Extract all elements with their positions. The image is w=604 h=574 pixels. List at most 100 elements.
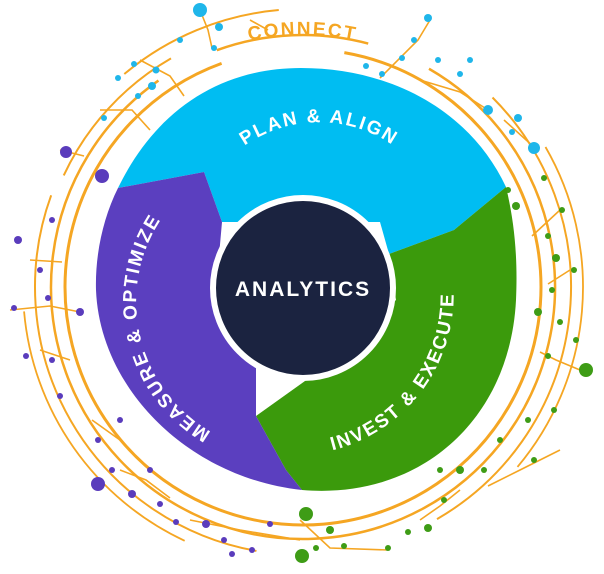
- circuit-node: [249, 547, 255, 553]
- circuit-node: [525, 417, 531, 423]
- orbit-ring: [49, 67, 557, 541]
- circuit-node: [326, 526, 334, 534]
- circuit-node: [211, 45, 217, 51]
- circuit-node: [456, 466, 464, 474]
- center-label-analytics: ANALYTICS: [235, 278, 371, 301]
- circuit-node: [579, 363, 593, 377]
- circuit-trace: [379, 19, 431, 79]
- circuit-node: [441, 497, 447, 503]
- circuit-node: [11, 305, 17, 311]
- circuit-node: [551, 407, 557, 413]
- orbit-ring: [34, 194, 257, 552]
- circuit-node: [531, 457, 537, 463]
- circuit-node: [267, 521, 273, 527]
- circuit-node: [14, 236, 22, 244]
- circuit-node: [95, 169, 109, 183]
- circuit-trace: [249, 19, 269, 31]
- circuit-node: [557, 319, 563, 325]
- circuit-node: [534, 308, 542, 316]
- circuit-node: [341, 543, 347, 549]
- circuit-trace: [419, 79, 489, 111]
- circuit-node: [497, 437, 503, 443]
- circuit-node: [379, 71, 385, 77]
- orbit-ring: [23, 311, 186, 542]
- circuit-node: [399, 55, 405, 61]
- circuit-trace: [199, 9, 213, 49]
- circuit-node: [37, 267, 43, 273]
- circuit-trace: [547, 269, 571, 285]
- circuit-node: [545, 233, 551, 239]
- circuit-node: [512, 202, 520, 210]
- circuit-node: [109, 467, 115, 473]
- circuit-node: [411, 37, 417, 43]
- circuit-node: [481, 467, 487, 473]
- circuit-node: [128, 490, 136, 498]
- circuit-node: [157, 501, 163, 507]
- circuit-node: [131, 61, 137, 67]
- circuit-node: [115, 75, 121, 81]
- circuit-node: [101, 115, 107, 121]
- circuit-node: [559, 207, 565, 213]
- circuit-node: [177, 37, 183, 43]
- circuit-node: [57, 393, 63, 399]
- circuit-node: [76, 308, 84, 316]
- circuit-node: [457, 71, 463, 77]
- circuit-trace: [100, 109, 151, 131]
- circuit-node: [509, 129, 515, 135]
- circuit-node: [552, 254, 560, 262]
- circuit-node: [193, 3, 207, 17]
- circuit-node: [45, 295, 51, 301]
- orbit-ring: [436, 96, 572, 520]
- circuit-node: [49, 357, 55, 363]
- circuit-node: [148, 82, 156, 90]
- circuit-node: [95, 437, 101, 443]
- circuit-trace: [9, 305, 81, 313]
- circuit-node: [573, 337, 579, 343]
- circuit-node: [229, 551, 235, 557]
- circuit-node: [385, 545, 391, 551]
- circuit-trace: [531, 209, 561, 237]
- circuit-trace: [29, 259, 63, 263]
- circuit-node: [435, 57, 441, 63]
- circuit-node: [202, 520, 210, 528]
- circuit-node: [135, 93, 141, 99]
- circuit-node: [173, 519, 179, 525]
- circuit-node: [299, 507, 313, 521]
- circuit-node: [549, 287, 555, 293]
- circuit-node: [215, 23, 223, 31]
- orbit-ring: [123, 9, 279, 75]
- orbit-ring: [216, 33, 369, 52]
- circuit-node: [60, 146, 72, 158]
- circuit-trace: [39, 349, 71, 361]
- circuit-trace: [91, 419, 121, 441]
- ring-label-connect: CONNECT: [246, 19, 359, 45]
- circuit-node: [49, 217, 55, 223]
- orbit-ring: [516, 146, 584, 468]
- circuit-node: [514, 114, 522, 122]
- circuit-node: [147, 467, 153, 473]
- circuit-node: [23, 353, 29, 359]
- circuit-node: [571, 267, 577, 273]
- segment-measure-optimize: [95, 172, 302, 490]
- circuit-node: [152, 66, 160, 74]
- circuit-node: [483, 105, 493, 115]
- circuit-decoration: [9, 3, 593, 563]
- circuit-trace: [139, 59, 185, 97]
- segment-plan-align: [118, 68, 506, 254]
- circuit-node: [91, 477, 105, 491]
- circuit-node: [295, 549, 309, 563]
- circuit-node: [545, 353, 551, 359]
- circuit-node: [313, 545, 319, 551]
- circuit-node: [437, 467, 443, 473]
- circuit-node: [221, 537, 227, 543]
- circuit-trace: [299, 519, 389, 551]
- circuit-node: [424, 524, 432, 532]
- segment-invest-execute: [256, 187, 517, 491]
- center-analytics-circle: [210, 195, 396, 381]
- circuit-trace: [119, 469, 171, 499]
- orbit-ring: [63, 51, 543, 527]
- circuit-node: [117, 417, 123, 423]
- circuit-node: [467, 57, 473, 63]
